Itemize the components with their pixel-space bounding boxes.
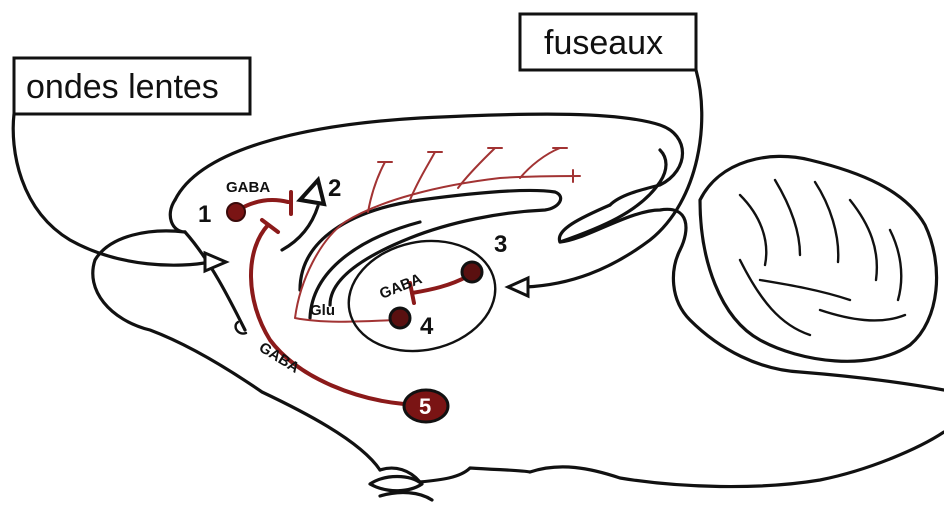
slow-waves-box: ondes lentes — [14, 58, 250, 114]
label-1: 1 — [198, 201, 211, 228]
brainstem — [559, 205, 944, 390]
brain-outline — [93, 114, 944, 500]
spindles-label: fuseaux — [544, 24, 663, 62]
spindle-tail — [560, 150, 666, 242]
thalamus-region — [338, 228, 505, 364]
inner-wall — [185, 232, 245, 330]
label-5: 5 — [419, 394, 431, 419]
brain-base — [380, 432, 944, 487]
olfactory-bulb — [370, 477, 422, 491]
gaba-label-3-4: GABA — [377, 270, 424, 302]
neuron-3 — [462, 262, 482, 282]
olfactory-tract — [380, 493, 432, 500]
spindles-arrow — [525, 70, 702, 287]
label-2: 2 — [328, 175, 341, 202]
gaba-label-1-2: GABA — [226, 179, 270, 196]
frontal-outline — [93, 200, 380, 470]
neuron-4 — [390, 308, 410, 328]
pathway-1-to-2 — [238, 200, 288, 210]
label-4: 4 — [420, 313, 434, 340]
cerebellum-folia — [740, 180, 905, 335]
glu-label: Glu — [310, 302, 335, 319]
spindles-box: fuseaux — [520, 14, 696, 70]
cerebellum — [700, 156, 937, 361]
slow-waves-arrowhead — [205, 253, 226, 271]
neuron-2-axon — [282, 206, 318, 250]
gaba-label-5: GABA — [256, 339, 303, 377]
label-3: 3 — [494, 231, 507, 258]
neuron-2-triangle — [300, 180, 324, 204]
fiber-branch-4 — [520, 148, 560, 178]
neuron-1 — [227, 203, 245, 221]
slow-waves-label: ondes lentes — [26, 68, 219, 106]
spindles-arrowhead — [508, 278, 528, 296]
